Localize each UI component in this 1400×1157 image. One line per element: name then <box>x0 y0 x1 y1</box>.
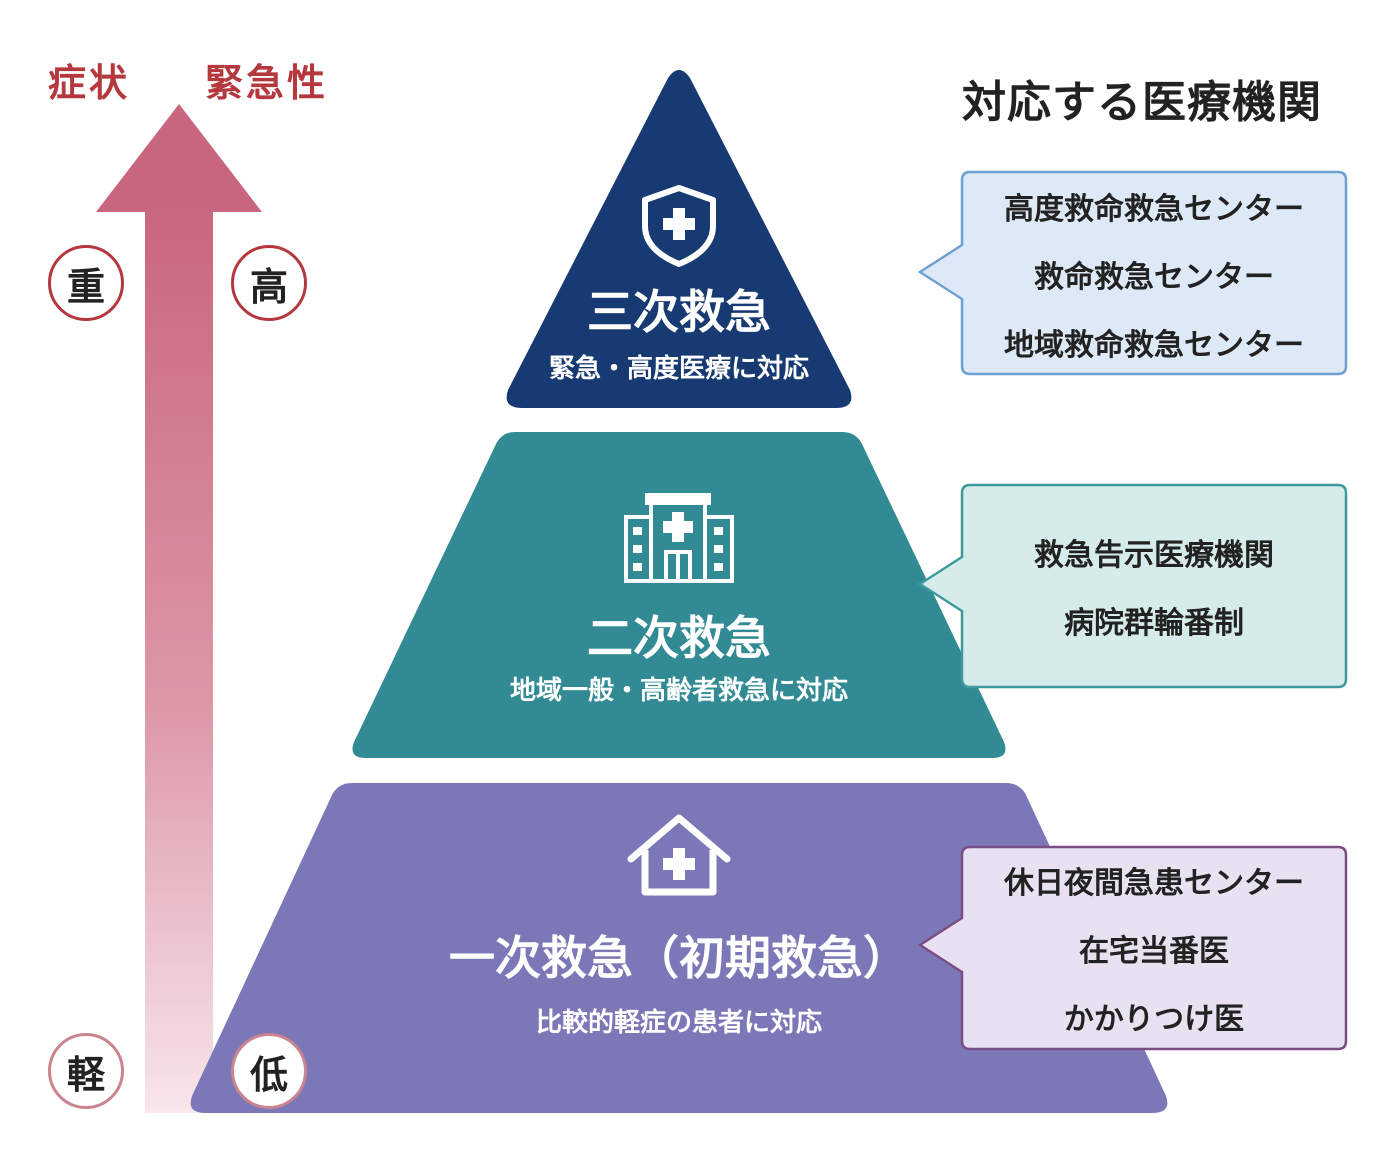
tier-secondary-shape <box>352 432 1006 758</box>
facility-item: 在宅当番医 <box>1079 934 1229 969</box>
tier-primary-shape <box>190 783 1168 1113</box>
facilities-heading: 対応する医療機関 <box>962 77 1322 128</box>
tier-secondary-subtitle: 地域一般・高齢者救急に対応 <box>509 676 848 706</box>
secondary-facilities-box: 救急告示医療機関 病院群輪番制 <box>962 486 1346 686</box>
clinic-house-icon <box>627 814 731 896</box>
facility-item: 病院群輪番制 <box>1064 606 1244 641</box>
tertiary-callout <box>917 170 1348 376</box>
facility-item: 救命救急センター <box>1034 260 1274 295</box>
secondary-callout <box>917 483 1348 689</box>
symptom-axis-label: 症状 <box>48 61 131 105</box>
hospital-building-icon <box>624 493 734 583</box>
primary-callout <box>917 845 1348 1051</box>
tier-secondary-title: 二次救急 <box>587 611 771 665</box>
facility-item: 高度救命救急センター <box>1004 192 1304 227</box>
tier-tertiary-title: 三次救急 <box>587 285 771 339</box>
urgency-high-marker: 高 <box>231 245 307 321</box>
tier-primary-subtitle: 比較的軽症の患者に対応 <box>535 1008 822 1038</box>
facility-item: 救急告示医療機関 <box>1034 538 1274 573</box>
shield-plus-icon <box>642 185 716 267</box>
severity-arrow <box>96 104 262 1113</box>
urgency-axis-label: 緊急性 <box>205 61 329 105</box>
tertiary-facilities-box: 高度救命救急センター 救命救急センター 地域救命救急センター <box>962 174 1346 374</box>
urgency-low-marker: 低 <box>231 1033 307 1109</box>
primary-facilities-box: 休日夜間急患センター 在宅当番医 かかりつけ医 <box>962 848 1346 1048</box>
tier-primary-title: 一次救急（初期救急） <box>449 931 909 985</box>
facility-item: かかりつけ医 <box>1063 1002 1245 1037</box>
tier-tertiary-subtitle: 緊急・高度医療に対応 <box>548 354 809 384</box>
facility-item: 地域救命救急センター <box>1004 328 1304 363</box>
symptom-low-marker: 軽 <box>48 1033 124 1109</box>
symptom-high-marker: 重 <box>48 245 124 321</box>
facility-item: 休日夜間急患センター <box>1004 866 1304 901</box>
